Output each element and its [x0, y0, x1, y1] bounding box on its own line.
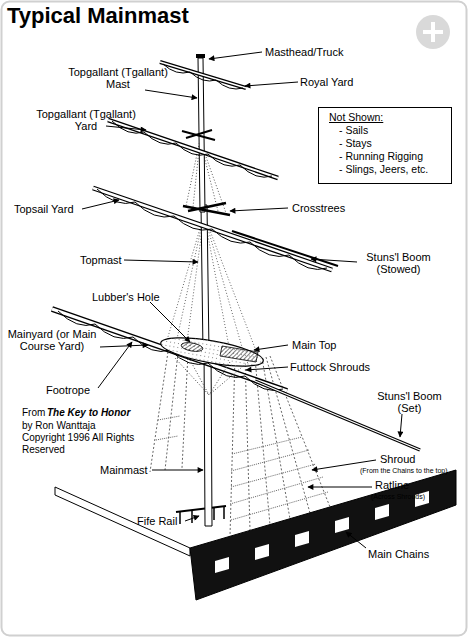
lubbers-hole: [180, 341, 203, 353]
leader-arrow: [82, 200, 119, 209]
part-label: Main Top: [292, 339, 336, 351]
part-label: The Key to Honor: [47, 407, 130, 419]
part-label: Stuns'l Boom (Set): [372, 390, 447, 414]
royal-yard: [160, 62, 246, 88]
hull-side: [190, 470, 456, 600]
royal-yard-inner: [160, 62, 246, 88]
part-label: Lubber's Hole: [92, 291, 160, 303]
note-heading: Not Shown:: [323, 111, 447, 124]
part-label: Mainmast: [100, 464, 148, 476]
part-label: Crosstrees: [292, 202, 345, 214]
leader-arrow: [245, 82, 298, 86]
fife-rail: [176, 506, 226, 512]
masthead-truck: [196, 54, 205, 58]
part-label: Copyright 1996 All Rights Reserved: [22, 432, 148, 456]
main-top: [159, 332, 265, 372]
note-item: - Sails: [323, 124, 447, 137]
leader-arrow: [185, 516, 199, 521]
leader-arrow: [106, 126, 146, 130]
futtock-shrouds: [175, 358, 248, 395]
deck-edge: [55, 487, 190, 556]
fife-rail-posts: [180, 507, 224, 524]
note-item: - Stays: [323, 137, 447, 150]
upper-crosstrees: [182, 130, 215, 140]
leader-arrow: [400, 414, 402, 437]
footrope: [163, 64, 243, 89]
leader-arrow: [145, 90, 197, 98]
diagram-title: Typical Mainmast: [7, 3, 189, 29]
part-label: Royal Yard: [300, 76, 353, 88]
part-label: Ratline: [375, 479, 409, 491]
leader-arrow: [100, 345, 148, 347]
part-label: Futtock Shrouds: [290, 361, 370, 373]
part-label: Masthead/Truck: [265, 46, 343, 58]
main-top-texture: [159, 332, 265, 372]
part-label: Topmast: [80, 254, 122, 266]
lower-shrouds: [150, 352, 330, 536]
lower-mast: [204, 345, 212, 526]
leader-arrow: [254, 345, 288, 350]
leader-arrow: [311, 259, 357, 262]
leader-arrow: [150, 302, 190, 342]
note-box: Not Shown:- Sails- Stays- Running Riggin…: [318, 107, 452, 184]
part-label: Topgallant (Tgallant) Yard: [26, 108, 146, 132]
leader-arrow: [124, 260, 198, 262]
part-label: Fife Rail: [137, 515, 177, 527]
crosstrees: [183, 203, 230, 215]
plus-icon: [416, 15, 450, 49]
topsail-yard-inner: [93, 188, 332, 270]
part-label: Topsail Yard: [14, 203, 74, 215]
part-label: Stuns'l Boom (Stowed): [356, 251, 441, 275]
part-label: Topgallant (Tgallant) Mast: [58, 66, 178, 90]
part-label: (Across Shrouds): [371, 492, 425, 501]
chain-plates: [215, 491, 429, 573]
topmast-shrouds: [165, 215, 258, 356]
plus-sign: [423, 22, 443, 42]
part-label: Mainyard (or Main Course Yard): [4, 328, 100, 352]
part-label: Main Chains: [368, 548, 429, 560]
part-label: Footrope: [46, 384, 90, 396]
topsail-yard: [93, 188, 332, 270]
leader-arrow: [209, 52, 262, 59]
note-item: - Running Rigging: [323, 150, 447, 163]
ratlines: [156, 416, 328, 520]
part-label: (From the Chains to the top): [360, 466, 448, 475]
top-grating: [220, 346, 258, 362]
leader-arrow: [246, 367, 288, 370]
part-label: by Ron Wanttaja: [22, 420, 96, 432]
part-label: Shroud: [380, 453, 415, 465]
footrope: [97, 189, 327, 269]
leader-arrow: [98, 342, 132, 388]
leader-arrow: [152, 470, 203, 471]
note-item: - Slings, Jeers, etc.: [323, 163, 447, 176]
part-label: From: [22, 407, 45, 419]
leader-arrow: [230, 208, 288, 211]
leader-arrow: [308, 487, 372, 488]
stunsl-boom-stowed: [232, 231, 338, 266]
leader-arrow: [346, 532, 366, 548]
